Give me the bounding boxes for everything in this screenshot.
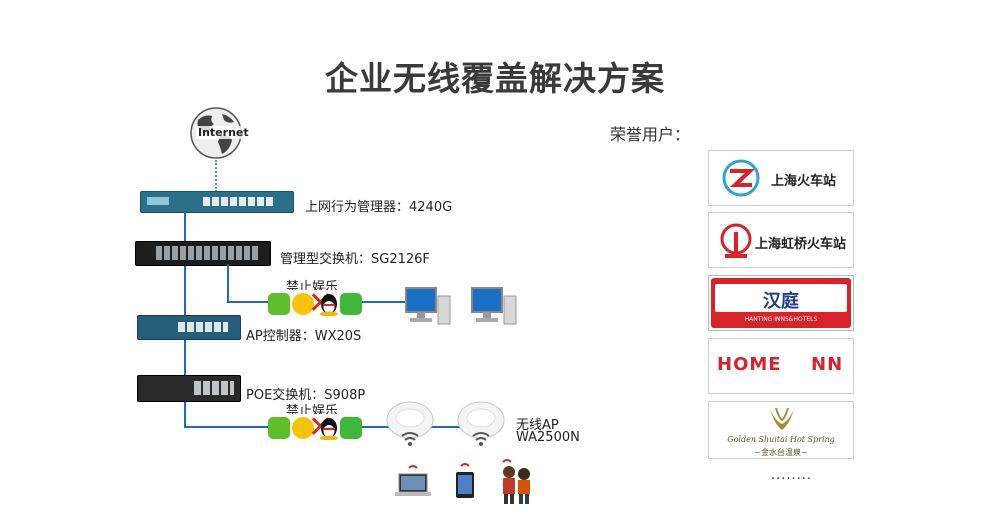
poe-switch-label: POE交换机：S908P	[246, 388, 366, 403]
internet-link	[215, 160, 217, 192]
customer-name: 上海火车站	[771, 174, 837, 189]
behavior-manager-label: 上网行为管理器：4240G	[305, 200, 453, 215]
iqiyi-icon	[268, 417, 290, 439]
tablet-icon	[456, 463, 474, 498]
wireless-ap-icon	[457, 401, 505, 446]
customer-logo-hongqiao-station: 上海虹桥火车站	[708, 212, 854, 268]
customer-logo-shanghai-station: 上海火车站	[708, 150, 854, 206]
customer-subname: HANTING INNS&HOTELS	[744, 316, 818, 323]
customer-logo-golden-shuitai: Golden Shuitai Hot Spring ~金水台温泉~	[708, 401, 854, 459]
page-title: 企业无线覆盖解决方案	[325, 59, 665, 98]
ap-controller-label: AP控制器：WX20S	[246, 329, 362, 344]
managed-switch-device	[135, 241, 271, 266]
laptop-icon	[395, 465, 431, 496]
monitor-icon	[471, 287, 517, 325]
wechat-icon	[340, 293, 362, 315]
moon-icon	[797, 353, 810, 379]
poe-switch-device	[137, 375, 241, 402]
customer-logo-home-inn: HOME NN	[708, 338, 854, 394]
internet-label: Internet	[196, 126, 251, 139]
qq-icon	[320, 294, 338, 316]
customer-name-right: NN	[811, 354, 844, 375]
monitor-icon	[405, 287, 451, 325]
ap-controller-device	[137, 315, 241, 340]
youku-icon	[292, 417, 314, 439]
people-icon	[502, 459, 530, 504]
pc-branch-vertical	[227, 264, 229, 302]
wechat-icon	[340, 417, 362, 439]
wireless-ap-label-1: 无线AP	[516, 418, 559, 433]
youku-icon	[292, 293, 314, 315]
customer-name-line2: ~金水台温泉~	[754, 448, 808, 457]
customers-label: 荣誉用户：	[610, 125, 691, 144]
managed-switch-label: 管理型交换机：SG2126F	[280, 252, 430, 267]
hot-spring-logo-icon	[770, 407, 794, 430]
blocked-apps-strip-1: ✕	[268, 289, 362, 319]
iqiyi-icon	[268, 293, 290, 315]
more-ellipsis: ........	[771, 468, 813, 483]
railway-logo-icon	[722, 159, 760, 197]
customer-name-line1: Golden Shuitai Hot Spring	[727, 435, 835, 444]
behavior-manager-device	[140, 191, 294, 213]
customer-name: 上海虹桥火车站	[755, 237, 847, 252]
china-railway-icon	[720, 223, 752, 258]
customer-name-left: HOME	[717, 354, 782, 375]
wireless-ap-label-2: WA2500N	[516, 430, 580, 445]
qq-icon	[320, 418, 338, 440]
blocked-apps-strip-2: ✕	[268, 413, 362, 443]
customer-name: 汉庭	[763, 291, 799, 312]
customer-logo-hanting: 汉庭 HANTING INNS&HOTELS	[708, 275, 854, 331]
wireless-ap-icon	[386, 401, 434, 446]
